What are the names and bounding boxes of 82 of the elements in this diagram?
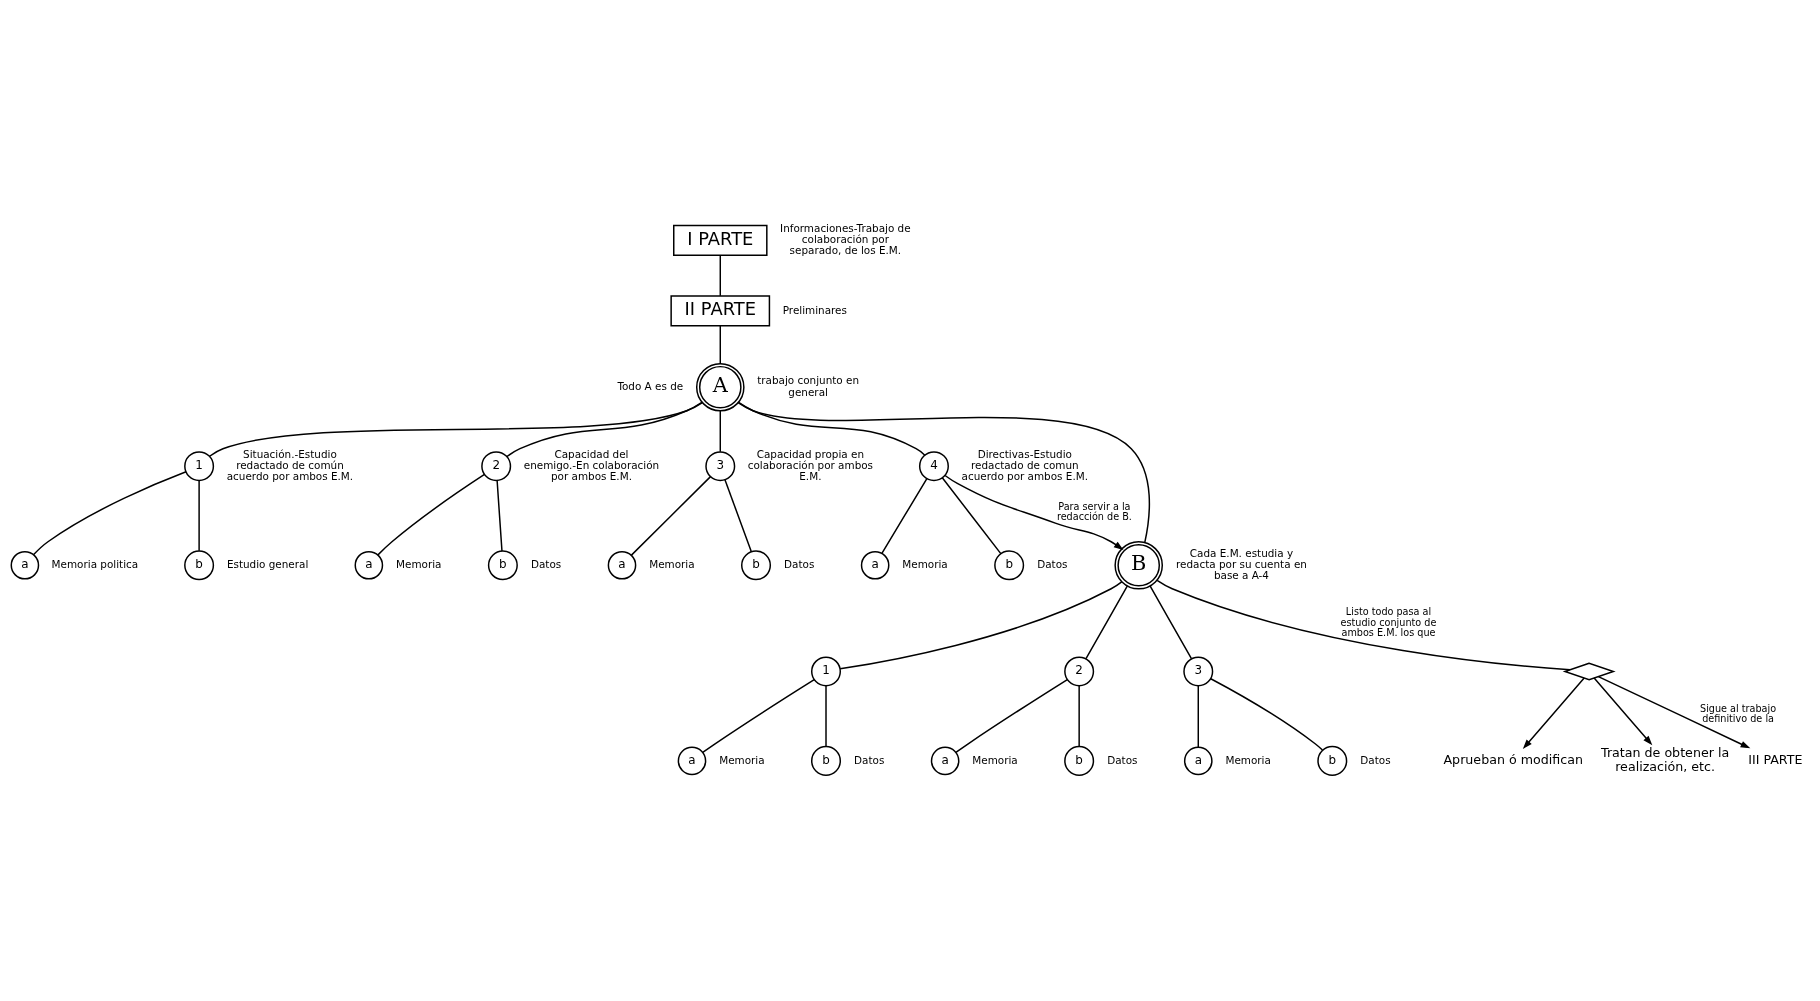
arrow	[944, 474, 1124, 551]
node-diamond	[1562, 662, 1616, 681]
node-label: Memoria	[396, 558, 442, 571]
node-label: Memoria	[902, 558, 948, 571]
node-label: Memoria	[972, 753, 1018, 766]
node-label: Datos	[530, 558, 562, 571]
connector	[198, 479, 200, 552]
node-label: Cada E.M. estudia y redacta por su cuenta en base a A-4	[1176, 546, 1307, 582]
connector	[719, 325, 722, 365]
node-label: Capacidad del enemigo.-En colaboración por ambos E.M.	[523, 447, 660, 483]
node-circle: a	[10, 550, 40, 580]
connector	[496, 479, 503, 552]
node-label: Memoria	[649, 558, 695, 571]
arrow	[1597, 675, 1751, 749]
node-text: III PARTE	[1748, 751, 1803, 767]
node-circle: a	[677, 746, 707, 776]
connector	[1156, 579, 1571, 671]
arrow	[1522, 677, 1585, 750]
connector	[1085, 585, 1129, 660]
node-circle: 4	[918, 451, 949, 482]
connector	[825, 685, 827, 748]
node-label: Directivas-Estudio redactado de comun acuerdo por ambos E.M.	[961, 447, 1089, 483]
connector	[881, 477, 928, 555]
node-box: I PARTE	[673, 224, 768, 257]
connector	[719, 254, 722, 297]
node-label: Preliminares	[782, 303, 847, 316]
connector	[1149, 585, 1193, 660]
node-circle: b	[811, 745, 842, 776]
connector	[941, 477, 1002, 555]
node-circle: b	[1064, 745, 1095, 776]
node-circle: 1	[811, 656, 842, 687]
node-circle: b	[487, 550, 518, 581]
node-circle: 2	[1064, 656, 1095, 687]
node-label: Datos	[784, 558, 815, 571]
node-circle: 3	[705, 451, 736, 482]
node-circle: a	[607, 550, 637, 580]
node-circle: b	[994, 550, 1025, 581]
node-circle: b	[184, 550, 215, 581]
edge-label: Listo todo pasa al estudio conjunto de ambos E.M. los que	[1340, 606, 1437, 638]
node-circle: 2	[481, 451, 512, 482]
connector	[208, 401, 704, 457]
connector	[1197, 685, 1200, 748]
connector	[702, 678, 815, 754]
node-label: Datos	[1037, 558, 1068, 571]
node-label: Situación.-Estudio redactado de común acuerdo por ambos E.M.	[226, 447, 354, 483]
edge-label: Sigue al trabajo definitivo de la	[1700, 703, 1777, 725]
node-circle: b	[741, 550, 772, 581]
node-circle: a	[930, 746, 960, 776]
connector	[839, 581, 1123, 670]
connector	[1210, 678, 1324, 751]
connector	[955, 678, 1069, 754]
node-label: Estudio general	[226, 558, 309, 571]
node-circle: a	[860, 550, 890, 580]
connector	[724, 478, 753, 553]
node-text: Aprueban ó modifican	[1443, 751, 1583, 767]
arrow	[1593, 677, 1653, 746]
connector	[506, 401, 703, 458]
connector	[32, 471, 187, 556]
node-label: Memoria	[719, 753, 765, 766]
node-label: Datos	[1107, 753, 1138, 766]
connector	[737, 401, 926, 456]
node-circle: a	[354, 550, 384, 580]
node-circle: 1	[184, 451, 215, 482]
node-label: Memoria politica	[51, 558, 139, 571]
connector	[630, 475, 712, 556]
node-box: II PARTE	[670, 295, 771, 327]
node-label: Datos	[854, 753, 885, 766]
connector	[737, 401, 1151, 544]
connector	[1078, 685, 1080, 748]
connector	[719, 410, 722, 453]
connector	[377, 473, 486, 556]
node-text: Tratan de obtener la realización, etc.	[1601, 744, 1730, 775]
node-label: Capacidad propia en colaboración por ambos E.M.	[747, 447, 874, 483]
node-circle: a	[1183, 746, 1213, 776]
edge-label: Para servir a la redacción de B.	[1056, 501, 1132, 523]
node-label: Memoria	[1225, 753, 1271, 766]
node-label: Datos	[1360, 753, 1391, 766]
node-label: Todo A es de	[617, 379, 684, 392]
node-circle: b	[1317, 745, 1348, 776]
node-label: Informaciones-Trabajo de colaboración por separado, de los E.M.	[780, 222, 911, 257]
node-label: trabajo conjunto en general	[757, 374, 860, 398]
node-circle: 3	[1183, 656, 1214, 687]
